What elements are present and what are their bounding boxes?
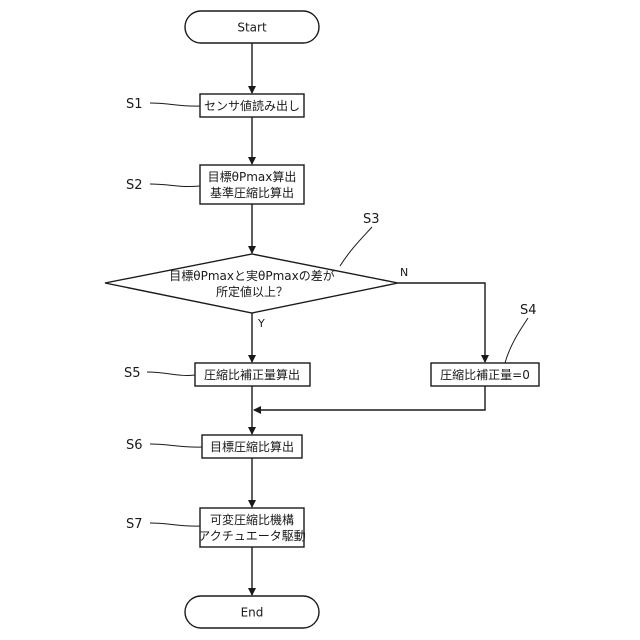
branch-no-label: N	[400, 266, 408, 279]
step-s1-label: S1	[126, 97, 143, 112]
step-s1-text: センサ値読み出し	[204, 98, 300, 113]
step-s7-text-2: アクチュエータ駆動	[198, 529, 305, 543]
step-s5-leader	[147, 372, 195, 375]
connector-s3-s4	[398, 283, 485, 362]
start-label: Start	[237, 21, 267, 35]
step-s6-leader	[150, 444, 202, 447]
step-s7: 可変圧縮比機構 アクチュエータ駆動 S7	[126, 508, 306, 547]
step-s7-text-1: 可変圧縮比機構	[210, 512, 294, 527]
step-s3: 目標θPmaxと実θPmaxの差が 所定値以上？ S3 N Y	[105, 212, 408, 330]
step-s2-text-1: 目標θPmax算出	[208, 169, 297, 184]
step-s3-leader	[340, 227, 372, 266]
step-s7-leader	[150, 523, 200, 526]
step-s6-label: S6	[126, 438, 143, 453]
step-s4-text: 圧縮比補正量=0	[440, 367, 530, 382]
step-s6: 目標圧縮比算出 S6	[126, 435, 302, 458]
step-s4-label: S4	[520, 303, 537, 318]
step-s3-label: S3	[363, 212, 380, 227]
connector-s4-merge	[254, 386, 485, 410]
end-terminal: End	[185, 596, 319, 628]
step-s2-text-2: 基準圧縮比算出	[210, 185, 294, 200]
end-label: End	[241, 606, 264, 620]
step-s5-label: S5	[124, 366, 141, 381]
branch-yes-label: Y	[257, 317, 265, 330]
step-s1: センサ値読み出し S1	[126, 94, 304, 117]
step-s5-text: 圧縮比補正量算出	[204, 367, 300, 382]
step-s6-text: 目標圧縮比算出	[210, 439, 294, 454]
step-s2-leader	[150, 184, 200, 187]
step-s7-label: S7	[126, 517, 143, 532]
step-s2-label: S2	[126, 178, 143, 193]
start-terminal: Start	[185, 11, 319, 43]
step-s3-text-1: 目標θPmaxと実θPmaxの差が	[169, 268, 334, 283]
step-s4-leader	[505, 318, 528, 363]
step-s1-leader	[150, 103, 200, 106]
step-s5: 圧縮比補正量算出 S5	[124, 363, 310, 386]
step-s2: 目標θPmax算出 基準圧縮比算出 S2	[126, 165, 304, 204]
step-s3-text-2: 所定値以上？	[216, 284, 288, 299]
